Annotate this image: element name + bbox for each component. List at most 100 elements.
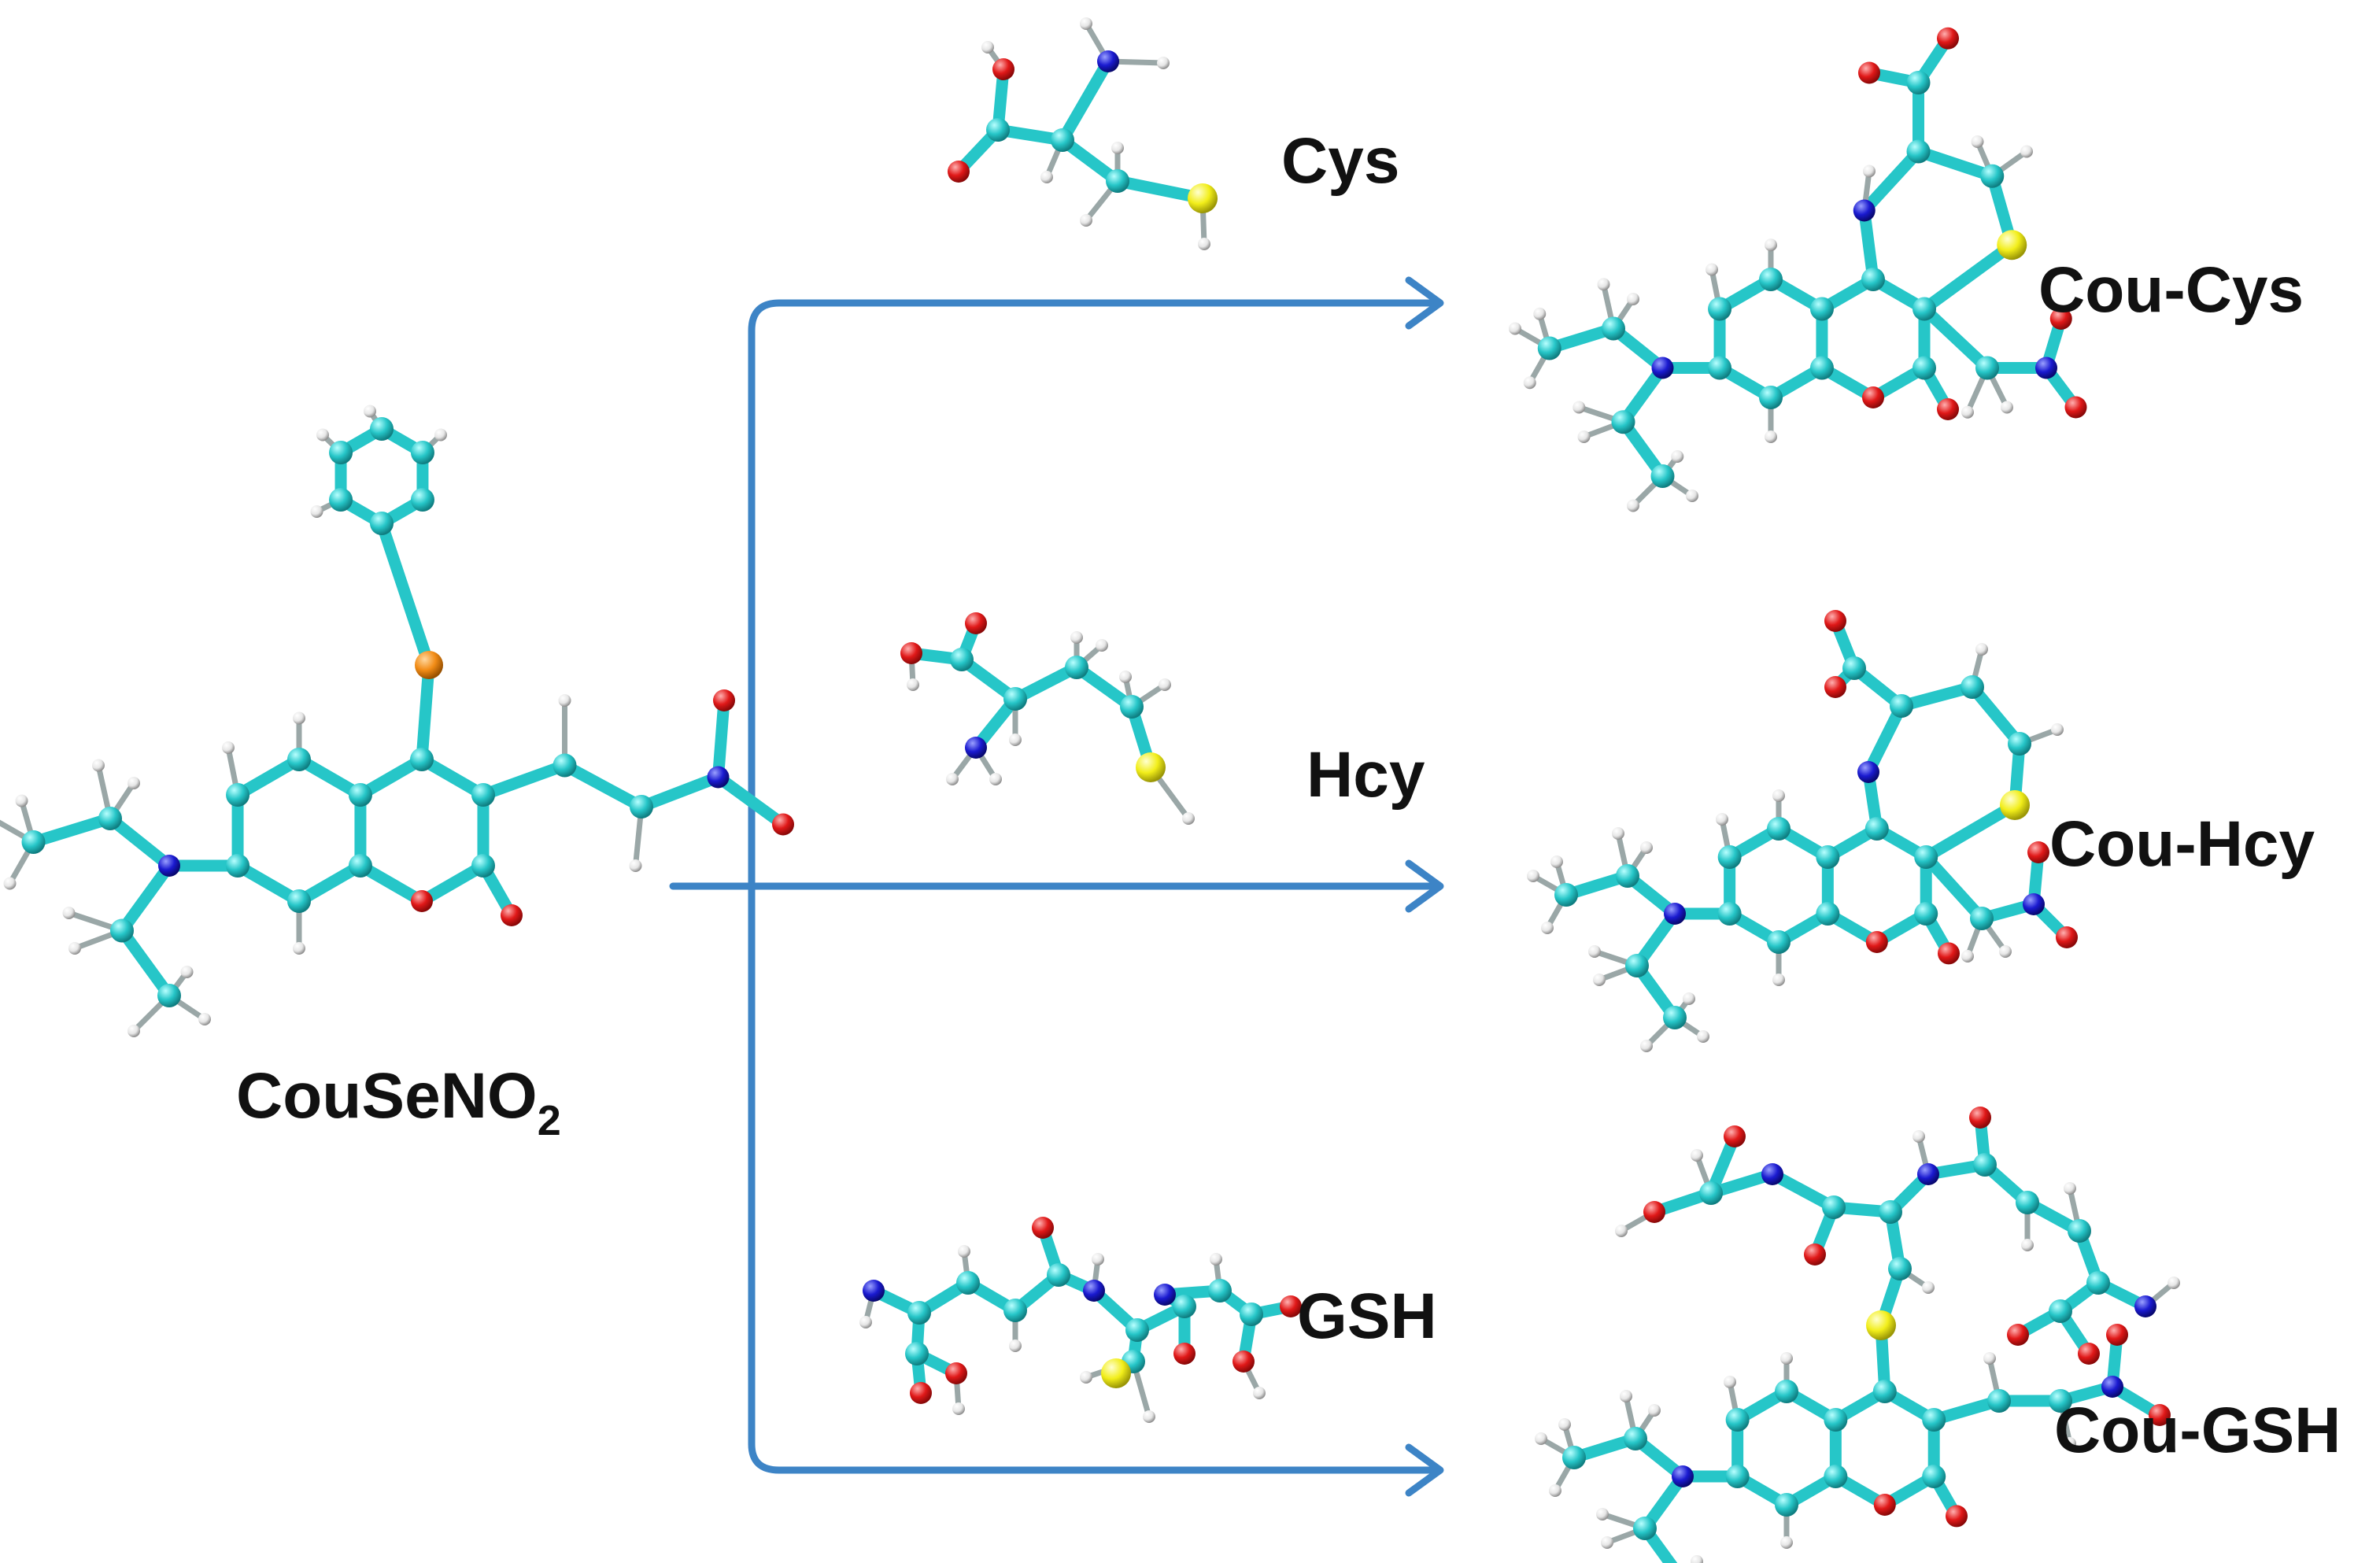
carbon-atom: [1864, 817, 1889, 841]
hydrogen-atom: [1716, 813, 1728, 826]
sulfur-atom: [1136, 752, 1166, 782]
carbon-atom: [21, 830, 46, 854]
cou-hcy-molecule-model: [1527, 610, 2078, 1052]
oxygen-atom: [713, 689, 735, 711]
carbon-atom: [1562, 1446, 1586, 1469]
carbon-atom: [348, 854, 372, 878]
carbon-atom: [2086, 1271, 2110, 1295]
hydrogen-atom: [1523, 376, 1536, 390]
hydrogen-atom: [1975, 643, 1988, 656]
oxygen-atom: [900, 642, 922, 664]
arrow-head-gsh: [1405, 1443, 1444, 1497]
hydrogen-atom: [1597, 278, 1610, 291]
carbon-atom: [1906, 139, 1931, 164]
carbon-atom: [1616, 864, 1639, 888]
carbon-atom: [1961, 675, 1984, 699]
hydrogen-atom: [629, 859, 642, 872]
carbon-atom: [1914, 845, 1938, 869]
hydrogen-atom: [1691, 1149, 1703, 1162]
hydrogen-atom: [1627, 293, 1639, 305]
carbon-atom: [370, 417, 394, 441]
bond: [416, 859, 490, 907]
carbon-atom: [956, 1271, 980, 1295]
carbon-atom: [1708, 297, 1732, 321]
carbon-atom: [1922, 1465, 1946, 1488]
carbon-atom: [1975, 356, 1999, 380]
hydrogen-atom: [1961, 950, 1974, 963]
hydrogen-atom: [316, 428, 329, 442]
bond: [1862, 700, 1908, 778]
carbon-atom: [2016, 1191, 2039, 1214]
bond: [712, 694, 730, 783]
hydrogen-atom: [1683, 992, 1695, 1005]
carbon-atom: [1663, 1006, 1687, 1029]
hydrogen-atom: [128, 1025, 140, 1037]
carbon-atom: [98, 807, 122, 830]
oxygen-atom: [1232, 1351, 1255, 1373]
hydrogen-atom: [1913, 1130, 1925, 1143]
hydrogen-atom: [3, 877, 17, 890]
hydrogen-atom: [310, 505, 323, 518]
sulfur-atom: [1997, 230, 2027, 260]
oxygen-atom: [1280, 1295, 1302, 1317]
carbon-atom: [1824, 1465, 1848, 1488]
carbon-atom: [1725, 1465, 1750, 1488]
hydrogen-atom: [1671, 450, 1684, 463]
carbon-atom: [552, 753, 577, 778]
hydrogen-atom: [1080, 17, 1092, 30]
nitrogen-atom: [1853, 199, 1876, 222]
carbon-atom: [1125, 1318, 1149, 1342]
carbon-atom: [1970, 907, 1994, 930]
carbon-atom: [1120, 695, 1144, 719]
hydrogen-atom: [1596, 1508, 1609, 1521]
carbon-atom: [1065, 656, 1088, 679]
product-label-cou-hcy: Cou-Hcy: [2049, 808, 2315, 880]
reactant-label-cys: Cys: [1281, 125, 1399, 197]
oxygen-atom: [2064, 396, 2087, 419]
hydrogen-atom: [1961, 405, 1974, 419]
bond: [28, 812, 116, 848]
hydrogen-atom: [1697, 1030, 1709, 1043]
hydrogen-atom: [1983, 1352, 1996, 1365]
carbon-atom: [907, 1301, 931, 1325]
hydrogen-atom: [1009, 1339, 1022, 1352]
carbon-atom: [2049, 1389, 2072, 1413]
nitrogen-atom: [2134, 1295, 2156, 1317]
nitrogen-atom: [707, 766, 730, 789]
nitrogen-atom: [1761, 1163, 1783, 1185]
hydrogen-atom: [1550, 855, 1563, 868]
carbon-atom: [1759, 268, 1783, 291]
hydrogen-atom: [128, 777, 140, 789]
carbon-atom: [1816, 902, 1840, 926]
carbon-atom: [1913, 356, 1936, 380]
hydrogen-atom: [1111, 142, 1124, 154]
nitrogen-atom: [1917, 1163, 1939, 1185]
bond: [231, 859, 305, 907]
hydrogen-atom: [2001, 401, 2013, 414]
hydrogen-atom: [2064, 1437, 2076, 1450]
carbon-atom: [1208, 1279, 1232, 1302]
carbon-atom: [1106, 169, 1129, 193]
nitrogen-atom: [863, 1280, 885, 1302]
carbon-atom: [1987, 1389, 2011, 1413]
hydrogen-atom: [1686, 490, 1698, 502]
hydrogen-atom: [2020, 145, 2033, 158]
oxygen-atom: [501, 904, 523, 926]
carbon-atom: [1047, 1263, 1070, 1287]
hydrogen-atom: [1615, 1225, 1628, 1237]
carbon-atom: [410, 488, 434, 512]
carbon-atom: [1624, 1427, 1647, 1450]
hydrogen-atom: [1863, 164, 1876, 178]
carbon-atom: [1003, 1299, 1027, 1322]
carbon-atom: [1914, 902, 1938, 926]
nitrogen-atom: [1664, 903, 1686, 925]
hydrogen-atom: [1627, 499, 1639, 512]
carbon-atom: [1980, 164, 2005, 188]
hydrogen-atom: [1533, 307, 1547, 320]
nitrogen-atom: [1097, 50, 1119, 72]
bond: [1056, 55, 1114, 146]
hydrogen-atom: [180, 966, 194, 978]
hydrogen-atom: [1648, 1404, 1661, 1417]
oxygen-atom: [1804, 1243, 1826, 1266]
